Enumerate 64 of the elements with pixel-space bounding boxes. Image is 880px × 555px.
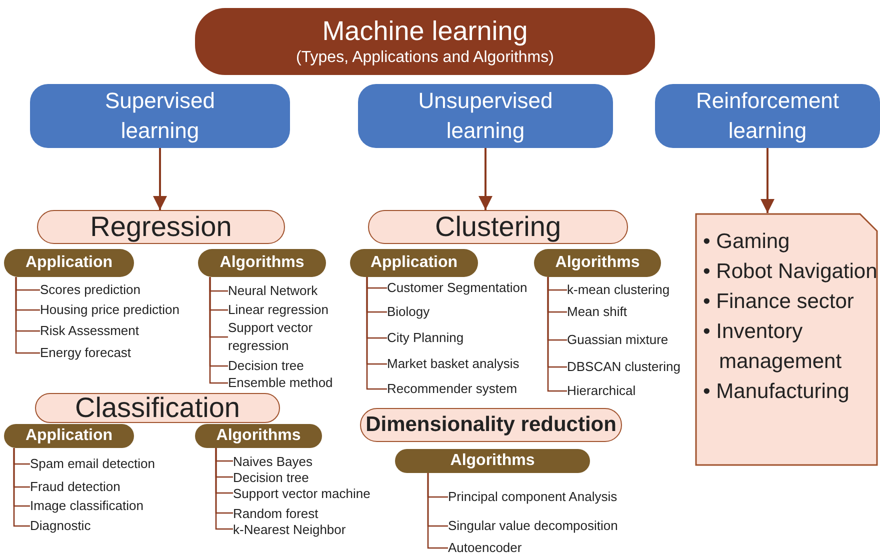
item-label: Neural Network <box>228 282 318 300</box>
bullet-item: • Manufacturing <box>703 379 850 405</box>
section-pill: Clustering <box>368 210 628 244</box>
item-label: Random forest <box>233 505 318 521</box>
section-pill: Dimensionality reduction <box>360 408 622 442</box>
item-label: City Planning <box>387 329 464 347</box>
item-label: Spam email detection <box>30 455 156 473</box>
heading-pill: Application <box>4 424 134 448</box>
type-box: Unsupervised learning <box>358 84 613 148</box>
item-label: Image classification <box>30 497 144 515</box>
type-box: Supervised learning <box>30 84 290 148</box>
item-label: Diagnostic <box>30 517 91 535</box>
heading-pill: Application <box>4 249 134 277</box>
heading-pill: Algorithms <box>534 249 661 277</box>
bullet-item: • Inventory management <box>703 319 843 375</box>
item-label: Support vector machine <box>233 485 370 501</box>
item-label: DBSCAN clustering <box>567 358 680 376</box>
item-label: Recommender system <box>387 380 518 398</box>
connector-line <box>215 448 233 530</box>
item-label: Decision tree <box>233 469 309 485</box>
item-label: Decision tree <box>228 357 304 375</box>
item-label: Risk Assessment <box>40 322 139 340</box>
item-label: Customer Segmentation <box>387 279 528 297</box>
connector-line <box>15 277 40 354</box>
section-pill: Classification <box>35 393 280 423</box>
item-label: Energy forecast <box>40 344 132 362</box>
item-label: Autoencoder <box>448 539 522 555</box>
item-label: Naives Bayes <box>233 453 312 469</box>
note-card <box>695 213 878 466</box>
item-label: k-mean clustering <box>567 281 670 299</box>
connector-line <box>13 448 30 527</box>
heading-pill: Algorithms <box>395 449 590 473</box>
type-box: Reinforcement learning <box>655 84 880 148</box>
item-label: Scores prediction <box>40 281 140 299</box>
item-label: k-Nearest Neighbor <box>233 521 346 537</box>
item-label: Linear regression <box>228 301 328 319</box>
item-label: Guassian mixture <box>567 331 668 349</box>
item-label: Market basket analysis <box>387 355 520 373</box>
title-banner <box>195 8 655 75</box>
connector-line <box>427 473 448 549</box>
heading-text: Machine learning <box>322 14 528 46</box>
item-label: Biology <box>387 303 430 321</box>
heading-pill: Algorithms <box>195 424 322 448</box>
item-label: Principal component Analysis <box>448 488 618 506</box>
bullet-item: • Finance sector <box>703 289 855 315</box>
arrow <box>478 148 492 210</box>
bullet-item: • Gaming <box>703 229 791 255</box>
section-pill: Regression <box>37 210 285 244</box>
arrow <box>153 148 167 210</box>
item-label: Mean shift <box>567 303 627 321</box>
heading-pill: Application <box>350 249 478 277</box>
item-label: Support vector regression <box>228 319 338 355</box>
subtitle-text: (Types, Applications and Algorithms) <box>296 48 554 68</box>
item-label: Singular value decomposition <box>448 517 618 535</box>
bullet-item: • Robot Navigation <box>703 259 878 285</box>
heading-pill: Algorithms <box>198 249 326 277</box>
connector-line <box>366 277 387 390</box>
item-label: Fraud detection <box>30 478 120 496</box>
item-label: Ensemble method <box>228 374 333 392</box>
arrow <box>760 148 774 213</box>
item-label: Housing price prediction <box>40 301 180 319</box>
item-label: Hierarchical <box>567 382 636 400</box>
connector-line <box>547 277 567 392</box>
connector-line <box>209 277 228 384</box>
